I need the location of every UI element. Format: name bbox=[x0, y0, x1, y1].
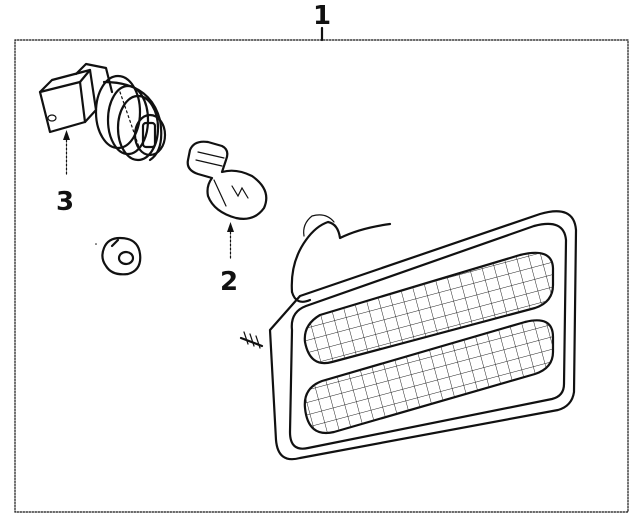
callout-3-arrowhead bbox=[63, 130, 70, 140]
socket-part bbox=[38, 62, 167, 162]
callout-2: 2 bbox=[220, 222, 238, 297]
callout-2-arrowhead bbox=[227, 222, 234, 232]
callout-label-1: 1 bbox=[313, 1, 331, 31]
callout-label-3: 3 bbox=[56, 187, 74, 217]
assembly-bracket bbox=[14, 26, 629, 513]
bulb-part bbox=[186, 140, 268, 220]
lamp-housing bbox=[239, 210, 578, 461]
callout-3: 3 bbox=[56, 130, 74, 217]
callout-label-2: 2 bbox=[220, 267, 238, 297]
grommet-part bbox=[95, 236, 142, 276]
callout-1: 1 bbox=[313, 1, 331, 31]
